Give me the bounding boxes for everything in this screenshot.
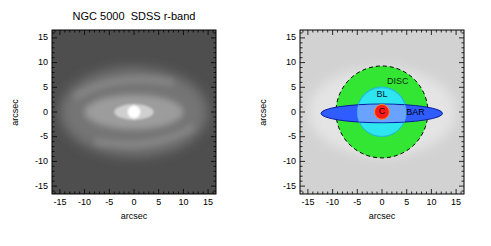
galaxy-image — [52, 30, 216, 194]
tick-label: 5 — [156, 198, 161, 207]
tick-label: 0 — [43, 108, 48, 117]
tick-label: 10 — [178, 198, 188, 207]
tick-label: -15 — [283, 182, 296, 191]
panel-title: NGC 5000 SDSS r-band — [73, 11, 196, 22]
tick-label: -15 — [35, 182, 48, 191]
tick-label: 5 — [43, 83, 48, 92]
tick-label: 0 — [291, 108, 296, 117]
axis-label: arcsec — [369, 212, 396, 221]
tick-label: 0 — [131, 198, 136, 207]
tick-label: -10 — [35, 157, 48, 166]
core-region: C — [374, 104, 390, 120]
tick-label: 10 — [426, 198, 436, 207]
axis-label: arcsec — [121, 212, 148, 221]
tick-label: 15 — [451, 198, 461, 207]
region-label: DISC — [387, 77, 409, 86]
axes-frame — [300, 30, 464, 194]
tick-label: -5 — [40, 132, 48, 141]
tick-label: 5 — [291, 83, 296, 92]
tick-label: -15 — [301, 198, 314, 207]
tick-label: 0 — [379, 198, 384, 207]
tick-label: -10 — [283, 157, 296, 166]
tick-label: -5 — [353, 198, 361, 207]
tick-label: -10 — [326, 198, 339, 207]
tick-label: 15 — [203, 198, 213, 207]
tick-label: 5 — [404, 198, 409, 207]
faint-galaxy-ground — [300, 30, 464, 194]
tick-label: 15 — [286, 33, 296, 42]
axis-label: arcsec — [258, 99, 267, 126]
tick-label: -15 — [53, 198, 66, 207]
axes-frame — [52, 30, 216, 194]
region-label: BAR — [406, 108, 425, 117]
region-label: BL — [376, 90, 387, 99]
tick-label: 15 — [38, 33, 48, 42]
tick-label: -5 — [288, 132, 296, 141]
tick-label: 10 — [38, 58, 48, 67]
tick-label: 10 — [286, 58, 296, 67]
tick-label: -10 — [78, 198, 91, 207]
axis-label: arcsec — [10, 99, 19, 126]
tick-label: -5 — [105, 198, 113, 207]
region-label: C — [379, 107, 386, 116]
